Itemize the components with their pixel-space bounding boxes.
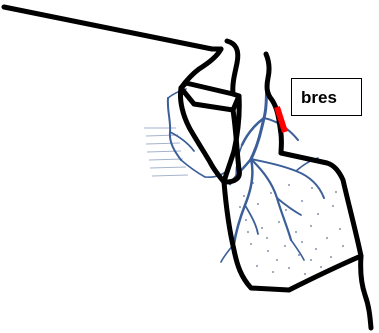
- callout-label: bres: [301, 89, 337, 106]
- speckle-texture: [239, 182, 344, 275]
- faint-hatching: [144, 128, 188, 176]
- callout-box: bres: [291, 78, 362, 116]
- outline-structure: [4, 7, 371, 328]
